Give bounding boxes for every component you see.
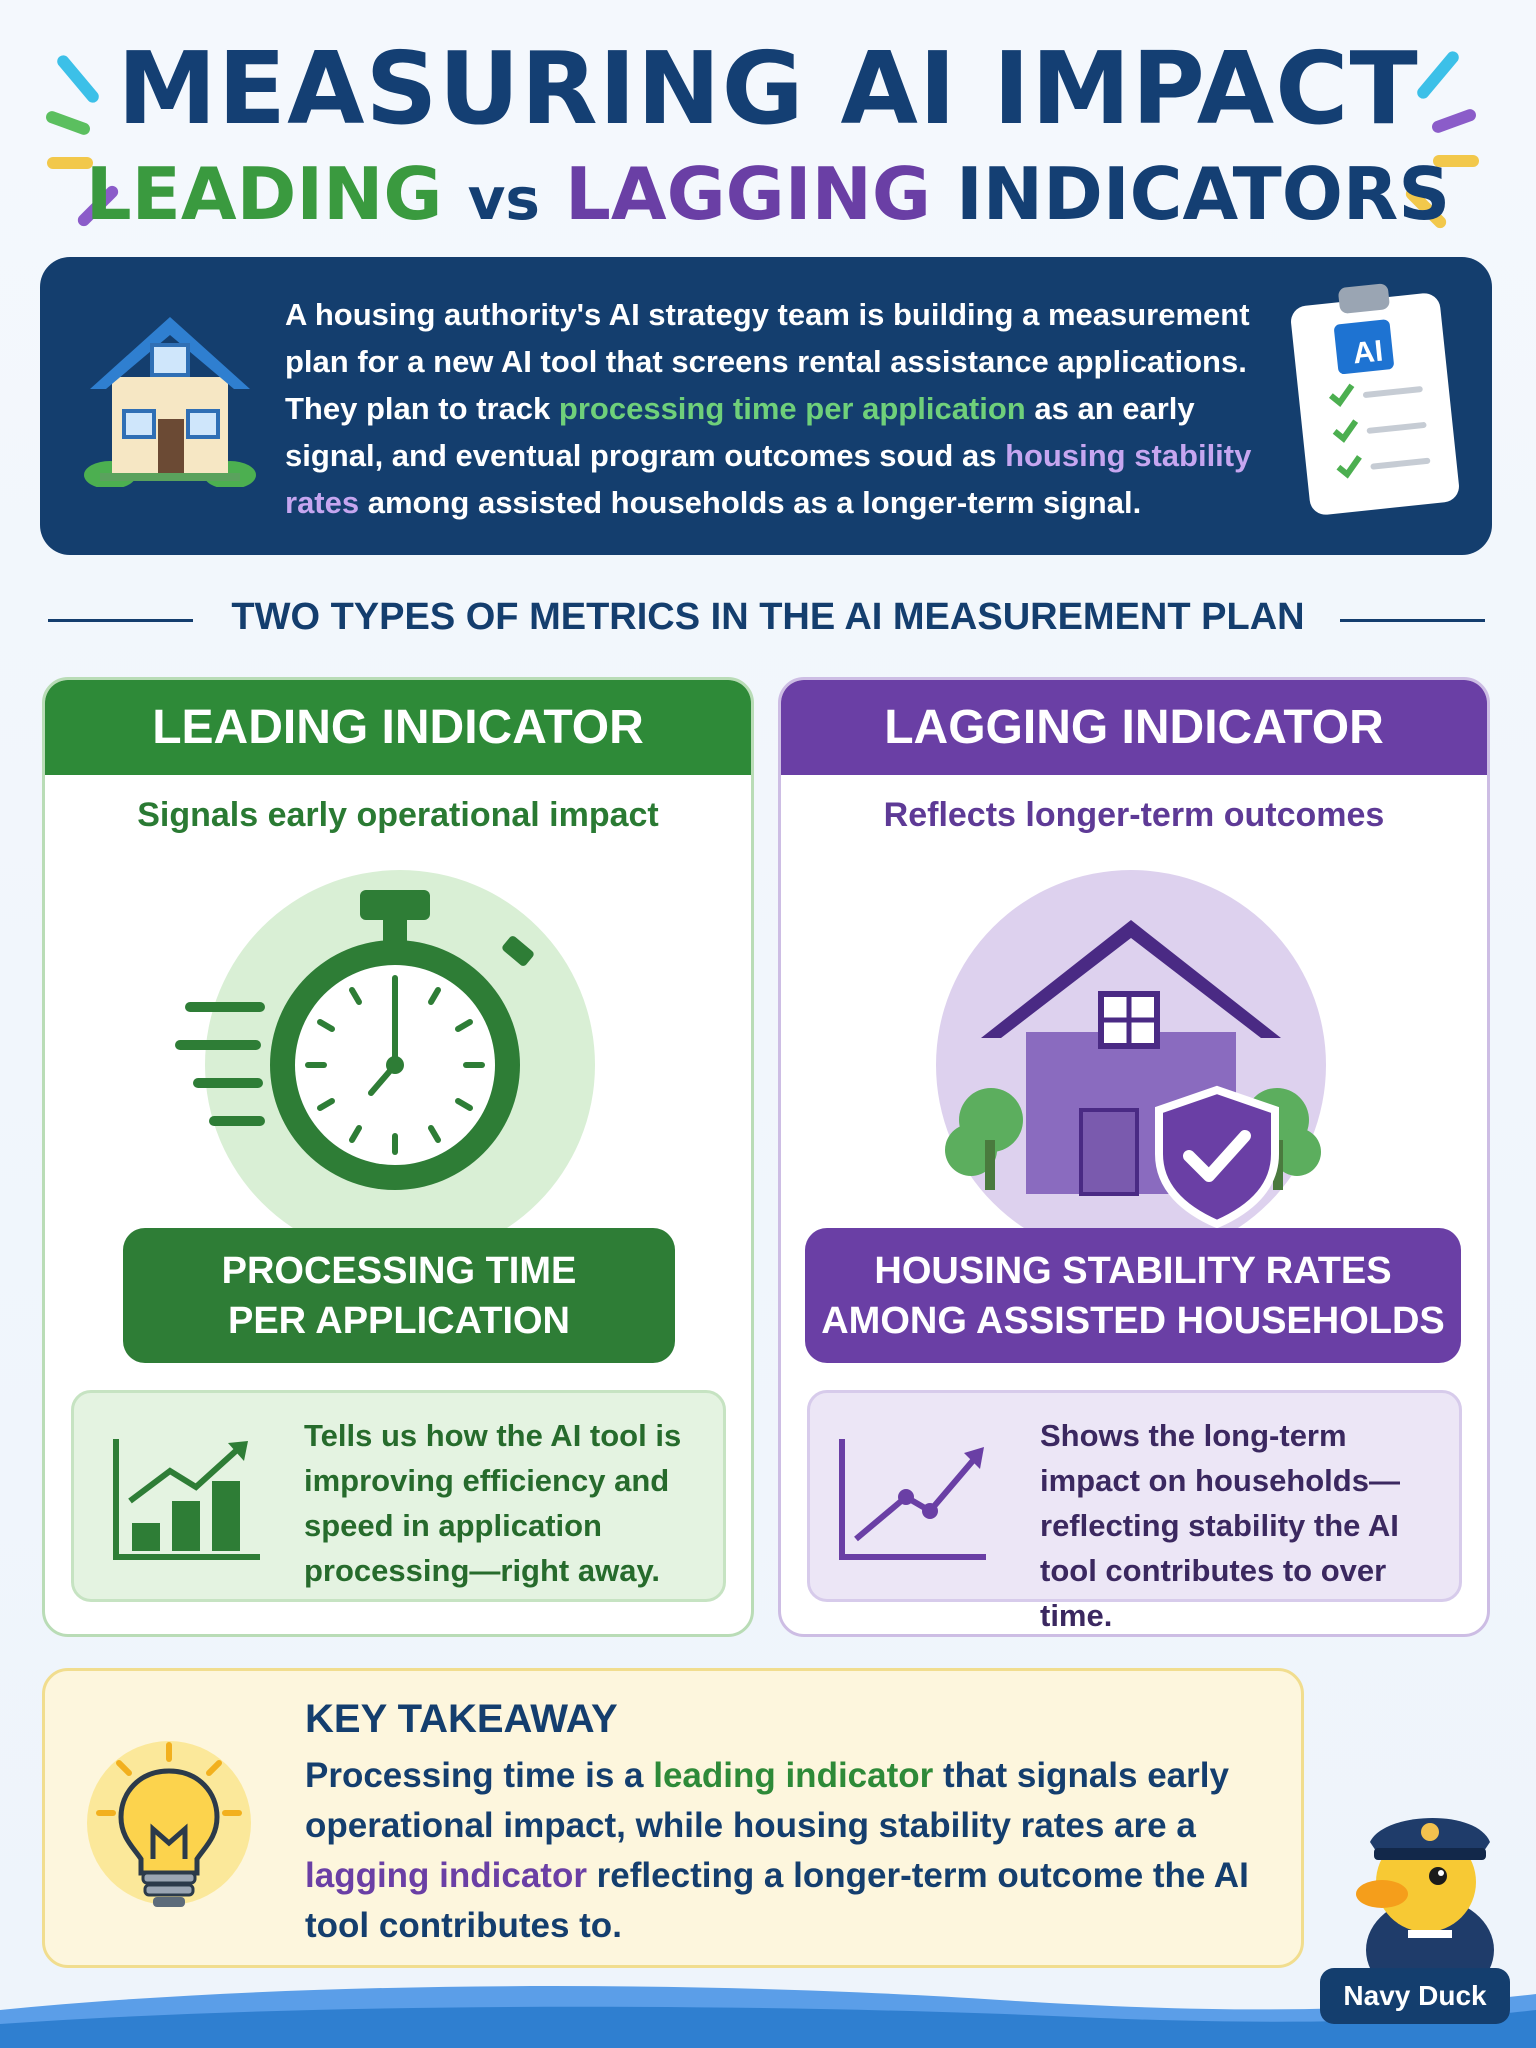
- takeaway-part3: reflecting a longer-term outcome the AI …: [305, 1856, 1249, 1945]
- subtitle-lagging: LAGGING: [564, 152, 931, 236]
- leading-note-text: Tells us how the AI tool is improving ef…: [304, 1418, 682, 1588]
- page-subtitle: LEADING vs LAGGING INDICATORS: [0, 152, 1536, 236]
- intro-text-part1: A housing authority's AI strategy team i…: [285, 297, 1250, 426]
- stopwatch-icon: [175, 890, 534, 1190]
- house-shield-icon: [945, 920, 1321, 1229]
- lagging-card-heading: LAGGING INDICATOR: [781, 680, 1487, 775]
- intro-text-part2: as an early signal, and eventual program…: [285, 391, 1195, 473]
- takeaway-highlight-leading: leading indicator: [653, 1756, 934, 1795]
- lagging-indicator-card: LAGGING INDICATOR Reflects longer-term o…: [778, 677, 1490, 1637]
- subtitle-indicators: INDICATORS: [956, 152, 1451, 236]
- section-title: TWO TYPES OF METRICS IN THE AI MEASUREME…: [231, 596, 1305, 638]
- takeaway-title: KEY TAKEAWAY: [305, 1697, 618, 1741]
- lagging-metric-line1: HOUSING STABILITY RATES: [874, 1249, 1392, 1292]
- intro-text: A housing authority's AI strategy team i…: [285, 291, 1285, 526]
- leading-metric-label: PROCESSING TIME PER APPLICATION: [123, 1228, 675, 1363]
- section-rule-left: [48, 619, 193, 622]
- lagging-card-subheading: Reflects longer-term outcomes: [883, 796, 1385, 834]
- trend-line-icon: [839, 1439, 986, 1560]
- leading-metric-line1: PROCESSING TIME: [221, 1249, 577, 1292]
- takeaway-part2: that signals early operational impact, w…: [305, 1756, 1229, 1845]
- intro-panel: A housing authority's AI strategy team i…: [40, 257, 1492, 555]
- takeaway-part1: Processing time is a: [305, 1756, 654, 1795]
- bar-growth-icon: [113, 1439, 260, 1560]
- bottom-wave: [0, 1986, 1536, 2048]
- intro-text-part3: among assisted households as a longer-te…: [359, 485, 1142, 520]
- lightbulb-icon: [87, 1741, 251, 1907]
- leading-indicator-card: LEADING INDICATOR Signals early operatio…: [42, 677, 754, 1637]
- lagging-metric-line2: AMONG ASSISTED HOUSEHOLDS: [821, 1299, 1445, 1342]
- subtitle-leading: LEADING: [85, 152, 443, 236]
- lagging-metric-label: HOUSING STABILITY RATES AMONG ASSISTED H…: [805, 1228, 1461, 1363]
- leading-metric-line2: PER APPLICATION: [227, 1299, 571, 1342]
- lagging-note: Shows the long-term impact on households…: [807, 1390, 1462, 1633]
- key-takeaway-panel: KEY TAKEAWAY Processing time is a leadin…: [42, 1668, 1304, 1968]
- takeaway-text: Processing time is a leading indicator t…: [305, 1751, 1265, 1951]
- leading-card-subheading: Signals early operational impact: [137, 796, 659, 834]
- clipboard-icon: AI: [1280, 279, 1470, 519]
- subtitle-vs: vs: [467, 165, 540, 233]
- intro-highlight-leading: processing time per application: [558, 391, 1026, 426]
- clipboard-ai-badge: AI: [1351, 334, 1385, 371]
- leading-card-heading: LEADING INDICATOR: [45, 680, 751, 775]
- page-title: MEASURING AI IMPACT: [117, 30, 1419, 147]
- lagging-note-text: Shows the long-term impact on households…: [1040, 1418, 1400, 1633]
- mascot-label: Navy Duck: [1320, 1968, 1510, 2024]
- leading-note: Tells us how the AI tool is improving ef…: [71, 1390, 726, 1602]
- house-icon: [84, 317, 256, 487]
- intro-highlight-lagging: housing stability rates: [285, 438, 1252, 520]
- section-rule-right: [1340, 619, 1485, 622]
- takeaway-highlight-lagging: lagging indicator: [305, 1856, 587, 1895]
